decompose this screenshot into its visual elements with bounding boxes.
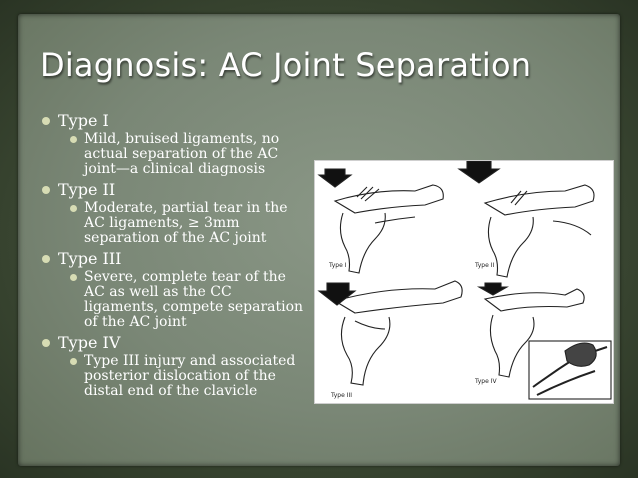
arrow-icon — [476, 282, 510, 296]
bullet-label: Type I — [58, 111, 109, 130]
panel-type-2 — [483, 184, 595, 278]
sub-bullet-type-2: Moderate, partial tear in the AC ligamen… — [40, 201, 310, 246]
panel-label-type-1: Type I — [328, 262, 347, 269]
sub-bullet-text: Moderate, partial tear in the AC ligamen… — [84, 200, 288, 246]
ac-joint-drawing: Type I Type II Type III Type IV — [317, 161, 612, 400]
arrow-icon — [457, 161, 501, 184]
panel-label-type-3: Type III — [330, 392, 352, 399]
sub-bullet-dot-icon — [70, 358, 77, 365]
bullet-label: Type III — [58, 249, 122, 268]
bullet-list: Type I Mild, bruised ligaments, no actua… — [40, 112, 310, 403]
ac-joint-illustration: Type I Type II Type III Type IV — [314, 160, 614, 404]
panel-label-type-4: Type IV — [474, 378, 497, 385]
bullet-dot-icon — [42, 186, 50, 194]
sub-bullet-type-3: Severe, complete tear of the AC as well … — [40, 270, 310, 330]
sub-bullet-dot-icon — [70, 205, 77, 212]
sub-bullet-type-4: Type III injury and associated posterior… — [40, 354, 310, 399]
sub-bullet-dot-icon — [70, 136, 77, 143]
bullet-label: Type II — [58, 180, 116, 199]
bullet-type-3: Type III — [40, 250, 310, 268]
sub-bullet-text: Severe, complete tear of the AC as well … — [84, 269, 304, 330]
bullet-type-4: Type IV — [40, 334, 310, 352]
sub-bullet-dot-icon — [70, 274, 77, 281]
arrow-icon — [317, 282, 357, 306]
panel-label-type-2: Type II — [474, 262, 494, 269]
sub-bullet-text: Mild, bruised ligaments, no actual separ… — [84, 131, 280, 177]
panel-type-1 — [333, 184, 444, 274]
arrow-icon — [317, 168, 353, 188]
slide-title: Diagnosis: AC Joint Separation — [40, 46, 532, 84]
bullet-dot-icon — [42, 117, 50, 125]
bullet-dot-icon — [42, 339, 50, 347]
sub-bullet-type-1: Mild, bruised ligaments, no actual separ… — [40, 132, 310, 177]
sub-bullet-text: Type III injury and associated posterior… — [84, 353, 296, 399]
bullet-label: Type IV — [58, 333, 121, 352]
panel-type-3 — [333, 280, 463, 386]
panel-type-4 — [481, 286, 612, 400]
bullet-type-2: Type II — [40, 181, 310, 199]
bullet-type-1: Type I — [40, 112, 310, 130]
bullet-dot-icon — [42, 255, 50, 263]
